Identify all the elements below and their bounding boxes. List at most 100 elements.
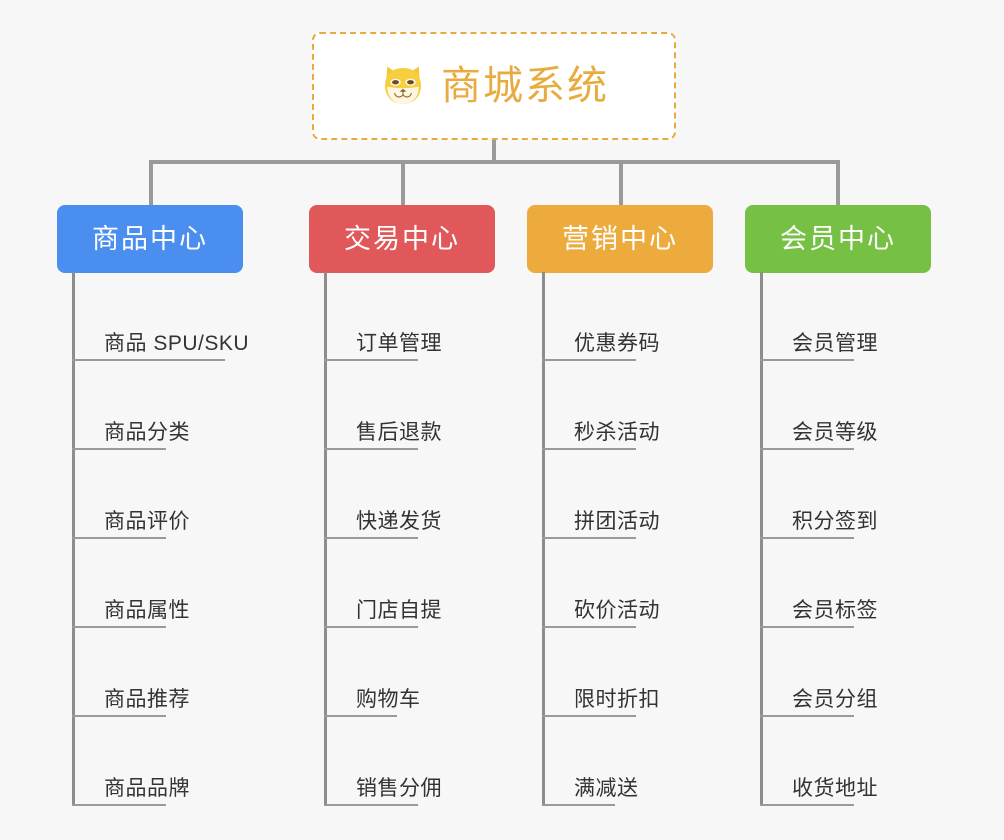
shiba-dog-icon bbox=[385, 66, 421, 104]
leaf-item-underline bbox=[324, 804, 418, 806]
leaf-item[interactable]: 会员分组 bbox=[760, 628, 886, 717]
category-label: 交易中心 bbox=[344, 223, 460, 254]
leaf-item-underline bbox=[324, 626, 418, 628]
leaf-column-product-center: 商品 SPU/SKU 商品分类商品评价商品属性商品推荐商品品牌 bbox=[72, 272, 287, 806]
category-header-marketing-center[interactable]: 营销中心 bbox=[527, 205, 713, 273]
leaf-item[interactable]: 收货地址 bbox=[760, 717, 886, 806]
leaf-item[interactable]: 商品品牌 bbox=[72, 717, 198, 806]
leaf-item[interactable]: 购物车 bbox=[324, 628, 429, 717]
leaf-item-underline bbox=[542, 626, 636, 628]
leaf-item-body: 售后退款 bbox=[324, 420, 450, 450]
leaf-item[interactable]: 售后退款 bbox=[324, 361, 450, 450]
leaf-item-label: 商品属性 bbox=[104, 598, 190, 622]
leaf-item-underline bbox=[72, 448, 166, 450]
connector-drop-2 bbox=[401, 160, 405, 206]
leaf-item[interactable]: 优惠券码 bbox=[542, 272, 668, 361]
leaf-item-label: 商品推荐 bbox=[104, 687, 190, 711]
leaf-item-body: 商品 SPU/SKU bbox=[72, 331, 257, 361]
leaf-item[interactable]: 拼团活动 bbox=[542, 450, 668, 539]
leaf-item[interactable]: 会员标签 bbox=[760, 539, 886, 628]
leaf-item-body: 门店自提 bbox=[324, 598, 450, 628]
leaf-item-underline bbox=[542, 448, 636, 450]
category-label: 营销中心 bbox=[562, 223, 678, 254]
leaf-item-label: 商品评价 bbox=[104, 509, 190, 533]
leaf-item-body: 秒杀活动 bbox=[542, 421, 668, 450]
leaf-item[interactable]: 商品属性 bbox=[72, 539, 198, 628]
leaf-item-underline bbox=[760, 448, 854, 450]
leaf-item-label: 会员等级 bbox=[792, 420, 878, 444]
category-label: 商品中心 bbox=[92, 223, 208, 254]
leaf-item[interactable]: 砍价活动 bbox=[542, 539, 668, 628]
leaf-item-underline bbox=[324, 359, 418, 361]
leaf-item-underline bbox=[542, 359, 636, 361]
leaf-item[interactable]: 商品 SPU/SKU bbox=[72, 272, 257, 361]
leaf-item[interactable]: 商品推荐 bbox=[72, 628, 198, 717]
leaf-item-label: 购物车 bbox=[356, 687, 421, 711]
leaf-item-body: 商品分类 bbox=[72, 420, 198, 450]
leaf-item-underline bbox=[542, 715, 636, 717]
leaf-item-body: 会员等级 bbox=[760, 420, 886, 450]
root-title: 商城系统 bbox=[441, 64, 609, 108]
connector-drop-1 bbox=[149, 160, 153, 206]
leaf-item[interactable]: 商品评价 bbox=[72, 450, 198, 539]
leaf-item[interactable]: 秒杀活动 bbox=[542, 361, 668, 450]
leaf-item-underline bbox=[72, 715, 166, 717]
leaf-item-underline bbox=[324, 537, 418, 539]
leaf-item-body: 收货地址 bbox=[760, 776, 886, 806]
leaf-item[interactable]: 会员管理 bbox=[760, 272, 886, 361]
leaf-item-body: 订单管理 bbox=[324, 331, 450, 361]
leaf-item-label: 商品 SPU/SKU bbox=[104, 331, 250, 355]
leaf-item-body: 拼团活动 bbox=[542, 509, 668, 539]
leaf-item-label: 限时折扣 bbox=[574, 687, 660, 711]
leaf-item-body: 会员标签 bbox=[760, 598, 886, 628]
leaf-item-label: 会员标签 bbox=[792, 598, 878, 622]
leaf-item-body: 优惠券码 bbox=[542, 332, 668, 361]
leaf-item[interactable]: 积分签到 bbox=[760, 450, 886, 539]
category-header-trade-center[interactable]: 交易中心 bbox=[309, 205, 495, 273]
leaf-item-underline bbox=[760, 537, 854, 539]
leaf-item[interactable]: 订单管理 bbox=[324, 272, 450, 361]
leaf-item-label: 收货地址 bbox=[792, 776, 878, 800]
category-header-member-center[interactable]: 会员中心 bbox=[745, 205, 931, 273]
leaf-item-label: 拼团活动 bbox=[574, 509, 660, 533]
leaf-item[interactable]: 商品分类 bbox=[72, 361, 198, 450]
leaf-item-body: 商品品牌 bbox=[72, 776, 198, 806]
leaf-item-body: 会员分组 bbox=[760, 687, 886, 717]
leaf-item[interactable]: 销售分佣 bbox=[324, 717, 450, 806]
leaf-item-underline bbox=[72, 804, 166, 806]
leaf-item-body: 限时折扣 bbox=[542, 687, 668, 717]
leaf-item[interactable]: 快递发货 bbox=[324, 450, 450, 539]
column-spine bbox=[72, 272, 75, 806]
leaf-item-label: 积分签到 bbox=[792, 509, 878, 533]
column-spine bbox=[542, 272, 545, 806]
leaf-item-label: 砍价活动 bbox=[574, 598, 660, 622]
leaf-item-label: 商品品牌 bbox=[104, 776, 190, 800]
column-spine bbox=[760, 272, 763, 806]
leaf-item-label: 订单管理 bbox=[356, 331, 442, 355]
root-node-mall-system[interactable]: 商城系统 bbox=[312, 32, 676, 140]
leaf-item-body: 砍价活动 bbox=[542, 598, 668, 628]
leaf-item-body: 会员管理 bbox=[760, 331, 886, 361]
leaf-item-label: 销售分佣 bbox=[356, 776, 442, 800]
leaf-item-label: 门店自提 bbox=[356, 598, 442, 622]
leaf-item-underline bbox=[760, 715, 854, 717]
leaf-item-underline bbox=[760, 626, 854, 628]
connector-root-stem bbox=[492, 140, 496, 163]
leaf-item-body: 满减送 bbox=[542, 777, 647, 806]
column-spine bbox=[324, 272, 327, 806]
leaf-item[interactable]: 门店自提 bbox=[324, 539, 450, 628]
leaf-item-label: 商品分类 bbox=[104, 420, 190, 444]
connector-drop-3 bbox=[619, 160, 623, 206]
leaf-item-underline bbox=[72, 626, 166, 628]
leaf-item[interactable]: 满减送 bbox=[542, 717, 647, 806]
leaf-item-label: 售后退款 bbox=[356, 420, 442, 444]
leaf-item[interactable]: 会员等级 bbox=[760, 361, 886, 450]
leaf-item-label: 会员分组 bbox=[792, 687, 878, 711]
leaf-item-body: 商品推荐 bbox=[72, 687, 198, 717]
leaf-item-underline bbox=[760, 359, 854, 361]
leaf-item[interactable]: 限时折扣 bbox=[542, 628, 668, 717]
leaf-item-label: 会员管理 bbox=[792, 331, 878, 355]
leaf-item-underline bbox=[324, 448, 418, 450]
category-header-product-center[interactable]: 商品中心 bbox=[57, 205, 243, 273]
